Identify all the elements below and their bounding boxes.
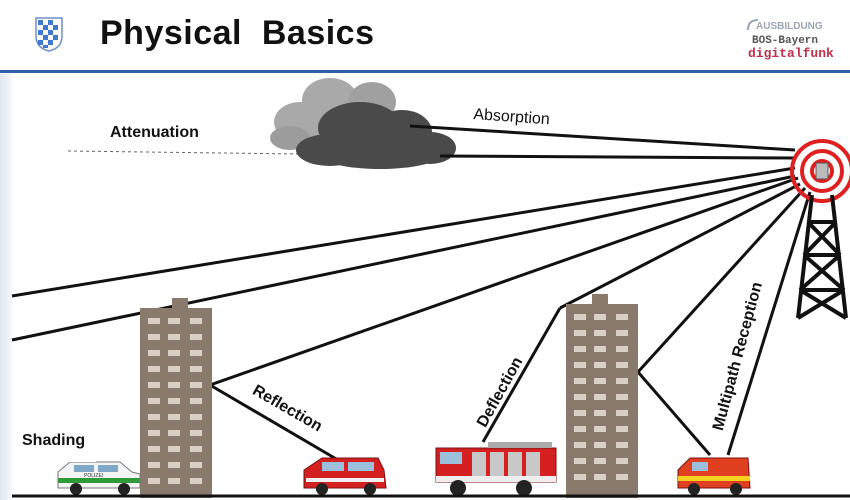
logo-line-2: BOS-Bayern [752, 35, 818, 47]
header-divider [0, 70, 850, 73]
shading-label-backdrop [14, 424, 96, 462]
multipath-path-2 [636, 371, 712, 456]
building-right [566, 294, 638, 498]
left-decor-band [0, 74, 12, 500]
building-left [140, 298, 212, 498]
antenna-tower-icon [790, 139, 850, 320]
attenuation-line [67, 150, 301, 155]
label-attenuation: Attenuation [110, 124, 199, 141]
shading-path [11, 166, 796, 298]
bavaria-crest-icon [35, 17, 63, 52]
label-shading: Shading [22, 432, 86, 449]
reflection-path-in [209, 176, 799, 387]
cloud-icon [270, 78, 456, 169]
absorption-path-upper [409, 124, 796, 152]
bos-bayern-digitalfunk-logo: AUSBILDUNG BOS-Bayern digitalfunk [744, 16, 840, 60]
police-car-icon: POLIZEI [57, 461, 141, 495]
logo-line-1: AUSBILDUNG [756, 21, 823, 32]
absorption-path-lower [439, 154, 796, 160]
deflection-path-out [481, 307, 562, 443]
police-car-text: POLIZEI [84, 473, 103, 479]
fire-command-car-icon [303, 457, 387, 495]
deflection-path-in [559, 182, 801, 310]
reflection-path-out [209, 383, 339, 462]
multipath-path-1 [636, 186, 807, 374]
multipath-path-3 [726, 191, 812, 456]
fire-truck-icon [435, 442, 557, 496]
logo-line-3: digitalfunk [748, 46, 834, 60]
slide-header: Physical Basics AUSBILDUNG BOS-Bayern di… [0, 0, 850, 73]
rescue-van-icon [677, 457, 751, 495]
page-title: Physical Basics [100, 14, 375, 52]
